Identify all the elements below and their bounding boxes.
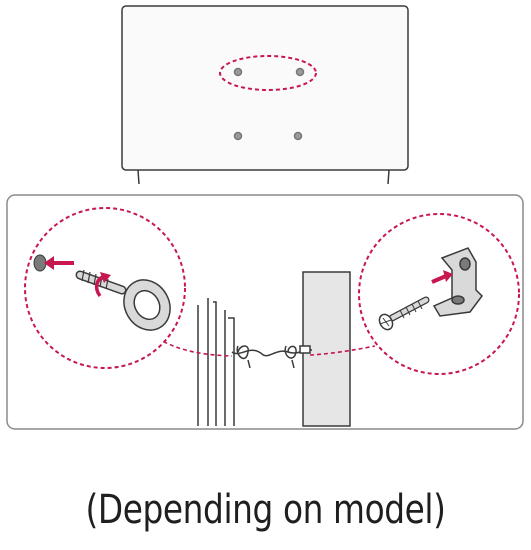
screw-icon	[378, 270, 453, 331]
caption-text: (Depending on model)	[85, 487, 446, 533]
eye-bolt-icon	[33, 254, 171, 331]
highlight-ellipse	[219, 55, 317, 91]
wall-icon	[302, 271, 351, 427]
bracket-icon	[432, 247, 483, 317]
tv-side-icon	[197, 298, 235, 426]
cord-icon	[231, 345, 313, 369]
bracket-detail-circle	[358, 213, 520, 375]
tv-back-icon	[121, 5, 409, 185]
